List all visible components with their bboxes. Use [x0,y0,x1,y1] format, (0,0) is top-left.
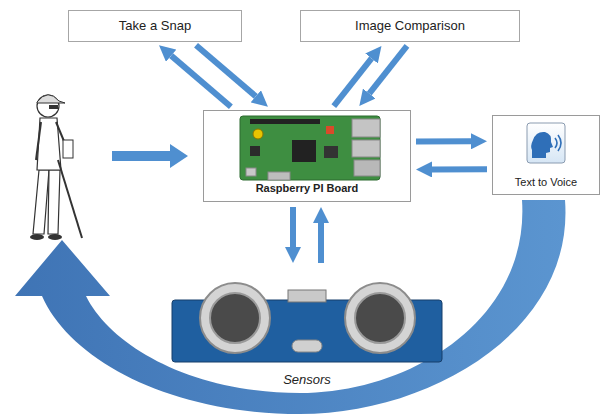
flow-arrow [416,138,471,144]
person-leg [33,170,49,234]
person-shoe [48,234,62,240]
ethernet-port [354,160,380,176]
sound-wave [558,135,561,151]
input-arrow [112,144,188,168]
audio-jack [250,146,260,156]
raspberry-pi-picture [240,116,380,180]
processor-chip [292,140,316,162]
return-arrow [15,200,565,414]
pcb [240,116,380,180]
flow-arrow [171,56,231,107]
node-label: Sensors [283,372,331,388]
gpio-header [250,119,320,124]
flow-arrow [290,207,296,247]
speaking-head [531,132,553,158]
pin-header [288,290,326,302]
node-label: Image Comparison [355,18,465,34]
flow-arrow [369,46,407,94]
board-box: Raspberry PI Board [203,110,411,202]
transducer [345,283,415,353]
hdmi-port [268,172,290,180]
flow-arrow [432,166,487,172]
transducer [200,283,270,353]
dark-glasses [49,105,58,109]
usb-port [352,140,380,157]
ultrasonic-sensor-picture [172,283,442,362]
flow-arrow [334,58,372,106]
speech-icon [527,123,565,163]
node-label: Take a Snap [119,18,191,34]
person-book [63,140,73,158]
transducer-mesh [210,293,260,343]
crystal [292,340,322,352]
flow-arrow [196,45,256,96]
node-label: Text to Voice [515,176,577,189]
usb-port [352,119,380,137]
icon-tile [527,123,565,163]
node-label: Raspberry PI Board [256,182,359,195]
white-cane [58,160,82,238]
sensor-block: Sensors [157,268,457,390]
output-box: Text to Voice [492,115,600,195]
chip [324,146,338,158]
transducer-mesh [355,293,405,343]
person-arm [36,122,41,160]
person-shoe [30,234,44,240]
led [326,126,334,134]
process-box: Image Comparison [300,10,520,42]
person-cap [37,95,65,103]
process-box: Take a Snap [68,10,242,42]
person-figure [30,95,82,240]
composite-jack [253,129,263,139]
flow-arrow [318,223,324,263]
power-port [246,168,256,176]
sound-wave [555,138,557,148]
person-leg [48,170,60,234]
